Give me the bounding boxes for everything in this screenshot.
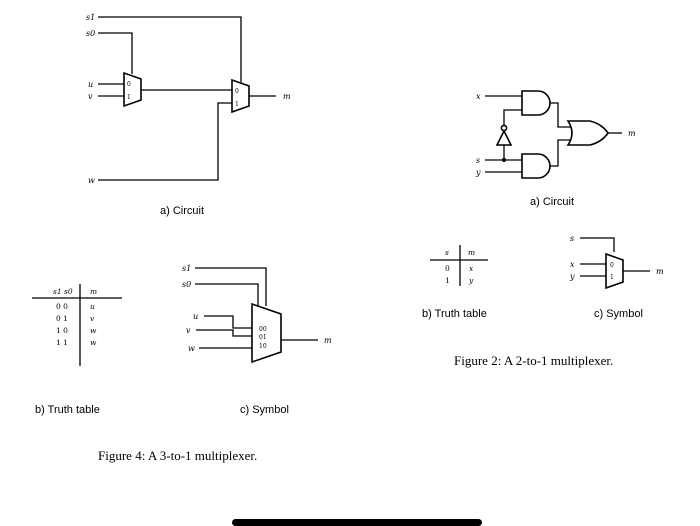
fig2-and-top (521, 90, 551, 116)
fig4-mux2 (231, 78, 250, 114)
fig2-m-label: m (628, 129, 636, 138)
fig4-tt-row-2-out: w (90, 326, 97, 335)
fig4-caption: Figure 4: A 3-to-1 multiplexer. (98, 448, 257, 463)
fig4-symbol-caption: c) Symbol (240, 404, 289, 416)
fig4-sym-port-01: 01 (259, 334, 267, 341)
fig2-and-bottom (521, 153, 551, 179)
fig4-sym-v-label: v (186, 326, 191, 335)
fig2-and-top-out-wire (550, 102, 572, 128)
fig4-s0-wire (98, 32, 133, 74)
fig4-s1-label: s1 (86, 13, 95, 22)
fig2-sym-y-label: y (569, 272, 575, 281)
fig4-mux1-in1-label: 1 (127, 94, 131, 101)
fig4-mux2-in1-label: 1 (235, 101, 239, 108)
fig4-tt-row-3-sel: 1 1 (56, 338, 68, 347)
fig4-sym-port-10: 10 (259, 343, 267, 350)
fig4-sym-u-label: u (193, 312, 198, 321)
fig2-sym-m-label: m (656, 267, 664, 276)
fig4-v-label: v (88, 92, 93, 101)
fig4-circuit-caption: a) Circuit (160, 205, 204, 217)
fig4-sym-m-label: m (324, 336, 332, 345)
fig4-tt-row-0-sel: 0 0 (56, 302, 68, 311)
fig2-inverter (495, 129, 513, 146)
fig4-tt-row-2-sel: 1 0 (56, 326, 68, 335)
fig2-s-junction (502, 158, 506, 162)
fig2-truth-table: s m 0 x 1 y (430, 245, 488, 286)
fig4-sym-s0-wire (195, 283, 259, 310)
fig2-tt-row-1-sel: 1 (445, 276, 450, 285)
fig2-circuit-caption: a) Circuit (530, 196, 574, 208)
fig4-tt-row-1-sel: 0 1 (56, 314, 68, 323)
fig2-tt-header-m: m (468, 248, 475, 257)
fig4-w-wire (98, 102, 232, 181)
fig4-s0-label: s0 (86, 29, 95, 38)
fig2-caption: Figure 2: A 2-to-1 multiplexer. (454, 353, 613, 368)
fig2-circuit: x s y m (475, 90, 636, 179)
fig4-sym-w-label: w (188, 344, 195, 353)
fig4-w-label: w (88, 176, 95, 185)
fig2-inv-out-wire (503, 109, 522, 125)
fig2-or-gate (566, 120, 609, 146)
fig4-sym-s1-label: s1 (182, 264, 191, 273)
fig4-mux2-in0-label: 0 (235, 88, 239, 95)
fig2-sym-port-0: 0 (610, 262, 614, 269)
fig4-truth-table: s1 s0 m 0 0 u 0 1 v 1 0 w 1 1 w (32, 284, 122, 366)
fig2-tt-header-s: s (445, 248, 449, 257)
fig4-sym-s1-wire (195, 267, 267, 306)
fig4-m-label: m (283, 92, 291, 101)
fig2-symbol: 0 1 s x y m (569, 234, 664, 290)
fig2-sym-x-label: x (570, 260, 575, 269)
fig4-mux1-in0-label: 0 (127, 81, 131, 88)
fig4-truth-table-caption: b) Truth table (35, 404, 100, 416)
fig2-x-label: x (476, 92, 481, 101)
fig4-mux1 (123, 71, 142, 108)
fig4-circuit: 0 1 0 1 s1 s0 u v w m (86, 13, 291, 185)
fig2-sym-port-1: 1 (610, 274, 614, 281)
fig2-tt-row-0-sel: 0 (445, 264, 450, 273)
fig4-sym-mux (251, 302, 282, 364)
home-indicator-bar (232, 519, 482, 526)
fig4-tt-header-s: s1 s0 (53, 287, 73, 296)
fig4-sym-u-wire (204, 315, 252, 329)
fig2-inverter-bubble (500, 124, 508, 132)
fig2-sym-s-wire (580, 237, 615, 252)
fig4-u-label: u (88, 80, 93, 89)
fig4-sym-s0-label: s0 (182, 280, 191, 289)
fig4-tt-row-1-out: v (90, 314, 95, 323)
fig4-tt-row-3-out: w (90, 338, 97, 347)
fig2-s-label: s (476, 156, 480, 165)
fig2-sym-mux (605, 252, 624, 290)
fig4-tt-row-0-out: u (90, 302, 95, 311)
fig2-tt-row-1-out: y (468, 276, 474, 285)
fig2-and-bottom-out-wire (550, 139, 572, 167)
fig2-sym-s-label: s (570, 234, 574, 243)
fig4-tt-header-m: m (90, 287, 97, 296)
fig2-truth-table-caption: b) Truth table (422, 308, 487, 320)
fig4-symbol: 00 01 10 s1 s0 u v w m (182, 264, 332, 364)
fig2-tt-row-0-out: x (469, 264, 474, 273)
fig2-symbol-caption: c) Symbol (594, 308, 643, 320)
fig4-sym-port-00: 00 (259, 326, 267, 333)
fig2-y-label: y (475, 168, 481, 177)
fig4-s1-wire (98, 16, 242, 82)
fig4-sym-v-wire (196, 329, 252, 337)
